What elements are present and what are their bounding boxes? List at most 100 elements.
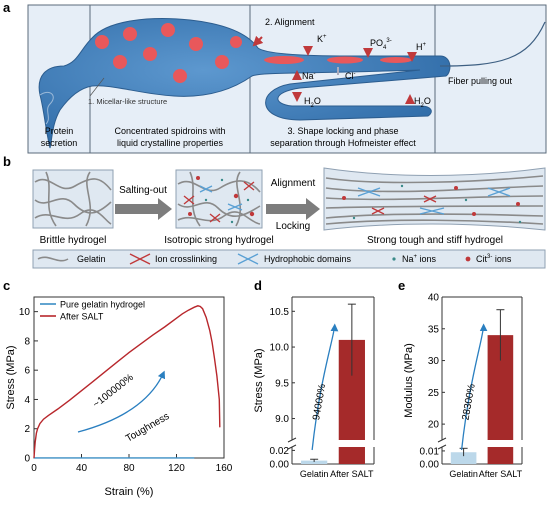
x-category-label: Gelatin bbox=[449, 469, 478, 479]
h2o-right: H2O bbox=[414, 96, 431, 109]
micellar-pointer bbox=[89, 77, 105, 97]
x-axis-label: Strain (%) bbox=[105, 486, 154, 498]
legend-cit: Cit3- ions bbox=[476, 254, 512, 264]
y-tick-label: 10.5 bbox=[270, 307, 290, 318]
ion-crosslinks bbox=[183, 181, 255, 223]
h2o-left: H2O bbox=[304, 96, 321, 109]
y-tick-label: 30 bbox=[428, 356, 440, 367]
increase-arrow bbox=[460, 323, 488, 451]
x-tick-label: 40 bbox=[76, 463, 88, 474]
legend-label: After SALT bbox=[60, 312, 104, 322]
protein-secretion-line1: Protein bbox=[45, 126, 74, 136]
locking-label: Locking bbox=[276, 221, 310, 232]
y-tick-label: 9.0 bbox=[275, 414, 289, 425]
brittle-caption: Brittle hydrogel bbox=[40, 235, 107, 246]
alignment-label: 2. Alignment bbox=[265, 17, 315, 27]
toughness-label: Toughness bbox=[124, 411, 171, 445]
aligned-chains bbox=[325, 175, 544, 225]
panel-b: b Salting-out bbox=[3, 154, 546, 269]
y-tick-label: 8 bbox=[24, 336, 30, 347]
toughness-arrow bbox=[77, 370, 166, 433]
y-tick-label: 0.01 bbox=[420, 446, 440, 457]
panel-b-letter: b bbox=[3, 154, 11, 169]
bar-after-salt-lower bbox=[487, 447, 514, 464]
ion-crosslinks bbox=[371, 195, 437, 215]
panel-d-letter: d bbox=[254, 278, 262, 293]
micelle-droplets bbox=[95, 23, 242, 83]
legend-gelatin: Gelatin bbox=[77, 254, 106, 264]
brittle-hydrogel-box bbox=[32, 169, 114, 229]
y-tick-label: 10 bbox=[19, 307, 31, 318]
y-tick-label: 2 bbox=[24, 424, 30, 435]
ion-labels: K+ PO43- H+ Na- Cl- H2O H2O bbox=[302, 34, 431, 109]
panel-a-letter: a bbox=[3, 0, 11, 15]
y-tick-label: 20 bbox=[428, 420, 440, 431]
po4-ion: PO43- bbox=[370, 38, 392, 51]
panel-d-chart: d 9.0 9.5 10.0 10.5 0.00 0.02 Stress (MPa) Gela… bbox=[253, 278, 375, 479]
y-tick-label: 4 bbox=[24, 395, 30, 406]
x-category-label: Gelatin bbox=[300, 469, 329, 479]
y-tick-label: 10.0 bbox=[270, 343, 290, 354]
gelatin-chains bbox=[177, 171, 261, 227]
micellar-label: 1. Micellar-like structure bbox=[88, 97, 167, 106]
cit-swatch bbox=[465, 256, 471, 262]
na-ion: Na- bbox=[302, 71, 316, 81]
y-tick-label: 0.00 bbox=[270, 460, 290, 471]
panel-c-letter: c bbox=[3, 278, 10, 293]
y-tick-label: 0 bbox=[24, 454, 30, 465]
salting-out-label: Salting-out bbox=[119, 185, 167, 196]
y-axis-label: Stress (MPa) bbox=[253, 348, 265, 412]
y-tick-label: 0.02 bbox=[270, 446, 290, 457]
bar-gelatin bbox=[450, 452, 477, 464]
hydrophobic-domains bbox=[199, 185, 243, 211]
increase-label: 94000% bbox=[311, 383, 328, 421]
gelatin-chains bbox=[34, 171, 112, 227]
legend-bar bbox=[32, 249, 546, 269]
ions bbox=[342, 184, 522, 224]
k-ion: K+ bbox=[317, 34, 327, 44]
ion-crosslink-swatch bbox=[129, 253, 151, 265]
concentrated-line2: liquid crystalline properties bbox=[117, 138, 224, 148]
y-axis-label: Modulus (MPa) bbox=[403, 343, 415, 418]
h-ion-top: H+ bbox=[416, 42, 427, 52]
y-axis-label: Stress (MPa) bbox=[5, 345, 17, 409]
increase-arrow bbox=[311, 323, 339, 451]
x-tick-label: 160 bbox=[216, 463, 233, 474]
bar-gelatin bbox=[301, 460, 328, 464]
x-tick-label: 80 bbox=[123, 463, 135, 474]
shape-locking-line2: separation through Hofmeister effect bbox=[270, 138, 416, 148]
na-swatch bbox=[392, 257, 396, 261]
bar-after-salt-lower bbox=[338, 447, 365, 464]
shape-locking-line1: 3. Shape locking and phase bbox=[287, 126, 398, 136]
isotropic-caption: Isotropic strong hydrogel bbox=[164, 235, 274, 246]
x-tick-label: 0 bbox=[31, 463, 37, 474]
gland-tail bbox=[39, 91, 54, 125]
spinning-gland bbox=[38, 18, 451, 149]
concentrated-line1: Concentrated spidroins with bbox=[114, 126, 225, 136]
legend-label: Pure gelatin hydrogel bbox=[60, 300, 145, 310]
y-tick-label: 35 bbox=[428, 324, 440, 335]
legend-ion: Ion crosslinking bbox=[155, 254, 217, 264]
panel-a-captions: Protein secretion Concentrated spidroins… bbox=[41, 126, 416, 148]
y-tick-label: 6 bbox=[24, 366, 30, 377]
strong-caption: Strong tough and stiff hydrogel bbox=[367, 235, 503, 246]
x-category-label: After SALT bbox=[479, 469, 523, 479]
series-after-salt bbox=[33, 305, 221, 459]
y-tick-label: 9.5 bbox=[275, 378, 289, 389]
gelatin-swatch bbox=[37, 256, 69, 262]
salting-out-arrow bbox=[115, 198, 172, 220]
aligned-droplets bbox=[264, 56, 412, 64]
fiber-pulling-label: Fiber pulling out bbox=[448, 76, 513, 86]
panel-b-legend: Gelatin Ion crosslinking Hydrophobic dom… bbox=[37, 253, 512, 265]
axis-break-mark bbox=[287, 437, 297, 450]
legend-na: Na+ ions bbox=[402, 254, 437, 264]
legend-hydrophobic: Hydrophobic domains bbox=[264, 254, 352, 264]
ions bbox=[188, 176, 255, 224]
y-tick-label: 0.00 bbox=[420, 460, 440, 471]
panel-e-letter: e bbox=[398, 278, 405, 293]
ion-arrows bbox=[252, 35, 417, 104]
increase-label: 28300% bbox=[461, 383, 478, 421]
